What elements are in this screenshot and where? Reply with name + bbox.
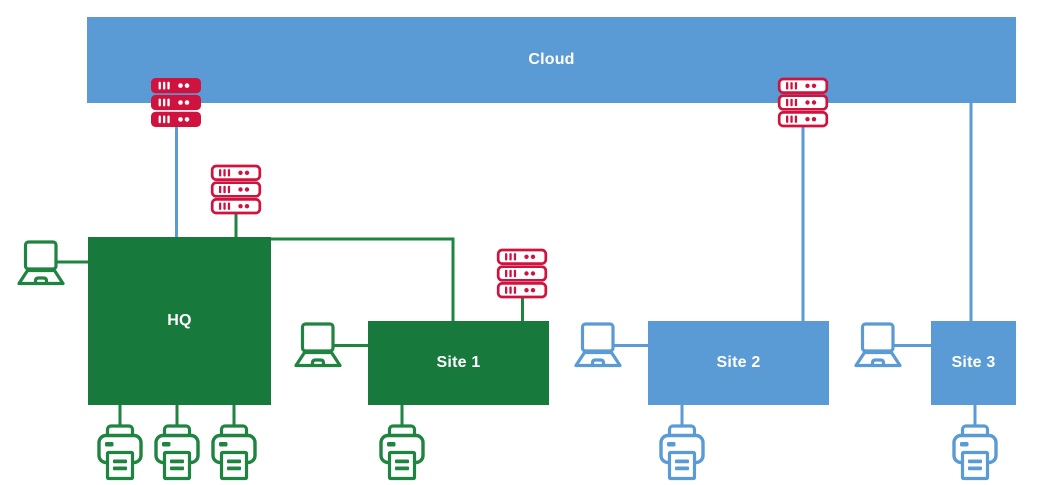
hq-label: HQ (167, 312, 192, 329)
printer-icon-hq-3 (211, 424, 257, 481)
printer-icon-site1 (379, 424, 425, 481)
site3-label: Site 3 (951, 354, 996, 371)
rack-server-icon-cloud-hq (150, 77, 202, 128)
printer-icon-hq-1 (97, 424, 143, 481)
site1-node: Site 1 (368, 321, 549, 405)
laptop-icon-site2 (573, 322, 623, 368)
site2-node: Site 2 (648, 321, 829, 405)
laptop-icon-site3 (853, 322, 903, 368)
laptop-icon-site1 (293, 322, 343, 368)
rack-server-icon-hq-local (210, 164, 262, 215)
laptop-icon-hq (16, 240, 66, 286)
cloud-label: Cloud (528, 51, 575, 68)
site3-node: Site 3 (931, 321, 1016, 405)
site1-label: Site 1 (436, 354, 481, 371)
rack-server-icon-cloud-site2 (777, 77, 829, 128)
printer-icon-site3 (952, 424, 998, 481)
rack-server-icon-site1 (496, 248, 548, 299)
printer-icon-hq-2 (154, 424, 200, 481)
cloud-node: Cloud (87, 17, 1016, 103)
connector-hq-to-site1 (271, 237, 455, 321)
hq-node: HQ (88, 237, 271, 405)
site2-label: Site 2 (716, 354, 761, 371)
printer-icon-site2 (659, 424, 705, 481)
